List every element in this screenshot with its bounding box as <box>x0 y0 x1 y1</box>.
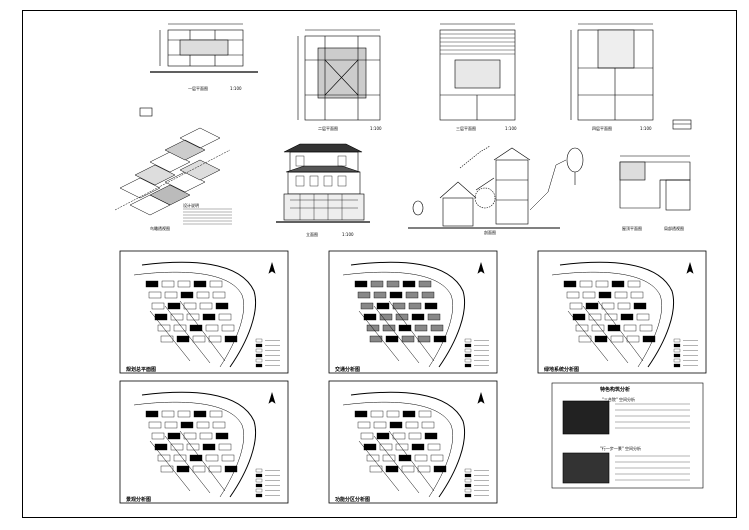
site-map-3 <box>537 250 707 374</box>
plan-label-4: 四层平面图 <box>592 126 612 131</box>
map-caption-3: 绿地系统分析图 <box>544 367 580 373</box>
analysis-sub-2: "行一步一景" 空间分析 <box>600 446 641 451</box>
section-label: 剖面图 <box>484 230 496 235</box>
map-caption-5: 功能分区分析图 <box>335 497 371 503</box>
analysis-sub-1: "三合院" 空间分析 <box>602 397 635 402</box>
scale-label-3: 1:100 <box>505 126 517 131</box>
sheet-frame <box>22 10 737 518</box>
floor-plan-3 <box>439 23 516 121</box>
scale-label-2: 1:100 <box>370 126 382 131</box>
floor-plan-1 <box>150 23 258 73</box>
floor-plan-2 <box>297 29 381 121</box>
front-elevation <box>276 143 370 223</box>
axo-label: 鸟瞰透视图 <box>150 226 170 231</box>
floor-plan-4 <box>570 23 654 121</box>
roof-plan <box>619 155 691 211</box>
elevation-label: 立面图 <box>306 232 318 237</box>
analysis-box <box>551 382 704 489</box>
axo-cluster <box>114 127 231 216</box>
design-notes-lines <box>183 208 232 225</box>
detail-label: 局部透视图 <box>664 226 684 231</box>
site-map-1 <box>119 250 289 374</box>
building-section <box>408 145 584 229</box>
site-map-5 <box>328 380 498 504</box>
plan-label-3: 三层平面图 <box>456 126 476 131</box>
plan-label-5: 屋顶平面图 <box>622 226 642 231</box>
notes-label: 设计说明 <box>183 203 199 208</box>
map-caption-4: 景观分析图 <box>126 497 152 503</box>
plan-label-1: 一层平面图 <box>188 86 208 91</box>
site-maps <box>119 250 707 504</box>
scale-label-1: 1:100 <box>230 86 242 91</box>
analysis-box-title: 特色构筑分析 <box>600 387 631 393</box>
site-map-4 <box>119 380 289 504</box>
scale-label-4: 1:100 <box>640 126 652 131</box>
map-caption-1: 规划总平面图 <box>126 367 157 373</box>
plan-label-2: 二层平面图 <box>318 126 338 131</box>
map-caption-2: 交通分析图 <box>335 367 361 373</box>
site-map-2 <box>328 250 498 374</box>
scale-label-5: 1:100 <box>342 232 354 237</box>
